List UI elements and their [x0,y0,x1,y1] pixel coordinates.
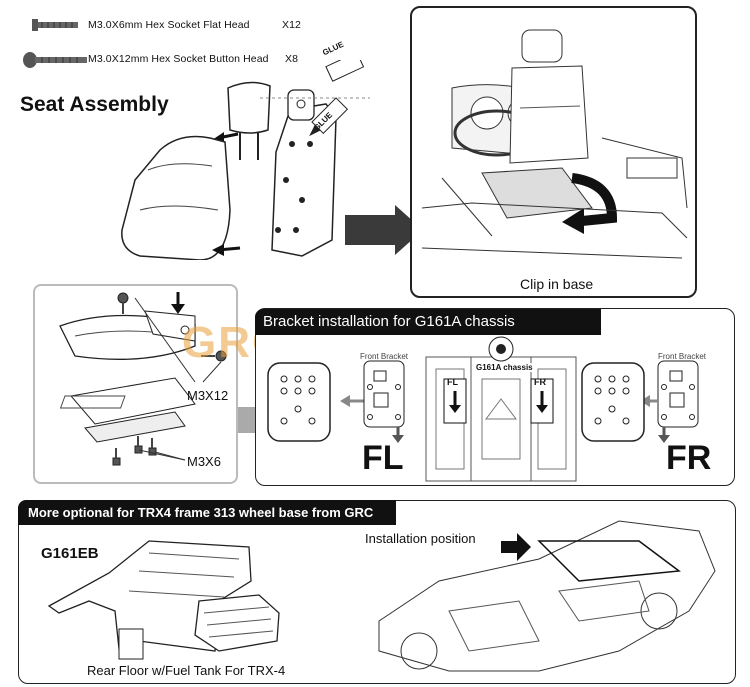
installation-position-label: Installation position [365,531,476,546]
m3x12-label: M3X12 [187,388,229,403]
seat-assembly-title: Seat Assembly [20,93,169,116]
m3x6-label: M3X6 [187,454,221,469]
rear-floor-caption: Rear Floor w/Fuel Tank For TRX-4 [87,663,286,678]
seat-base-panel: M3X12 M3X6 [33,284,238,484]
rear-floor-illustration [47,520,716,672]
fr-label: FR [666,439,712,477]
clip-in-base-label: Clip in base [520,276,594,292]
clip-in-base-panel: Clip in base [410,6,697,298]
seat-base-illustration [59,292,227,466]
seat-assembly-diagram [121,60,370,260]
bracket-diagrams [267,336,699,482]
front-bracket-right-label: Front Bracket [658,352,707,361]
glue-label-1: GLUE [321,39,346,58]
fl-tag: FL [447,377,458,387]
part-2-name: M3.0X12mm Hex Socket Button Head [88,53,269,65]
flat-head-screw-icon [32,19,78,31]
bracket-title: Bracket installation for G161A chassis [255,309,601,335]
chassis-label: G161A chassis [476,363,533,372]
big-right-arrow-icon [345,205,423,255]
car-interior-illustration [421,29,688,259]
fr-tag: FR [534,377,546,387]
optional-title: More optional for TRX4 frame 313 wheel b… [18,500,396,525]
part-code: G161EB [41,545,99,562]
part-1-qty: X12 [282,19,301,31]
front-bracket-left-label: Front Bracket [360,352,409,361]
part-1-name: M3.0X6mm Hex Socket Flat Head [88,19,250,31]
optional-panel: More optional for TRX4 frame 313 wheel b… [18,500,736,684]
bracket-installation-panel: Bracket installation for G161A chassis [255,308,735,486]
button-head-screw-icon [23,52,87,68]
part-2-qty: X8 [285,53,299,65]
fl-label: FL [362,439,404,477]
